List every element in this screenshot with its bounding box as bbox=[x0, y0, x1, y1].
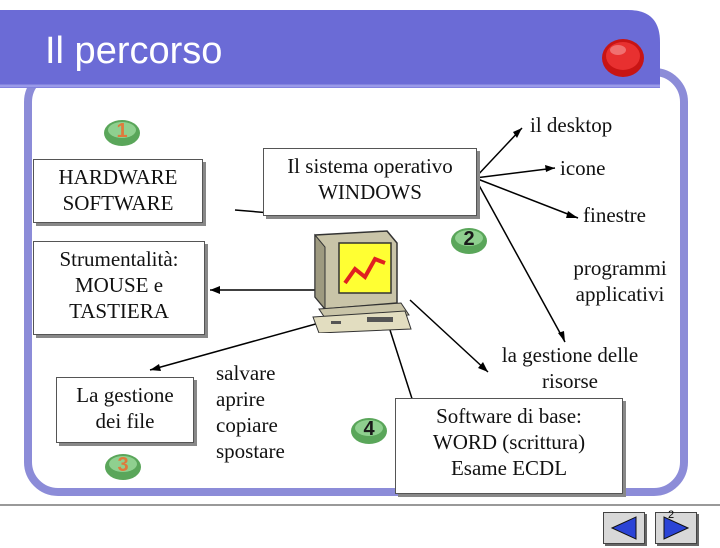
step-badge-1: 1 bbox=[103, 118, 141, 148]
box-line: La gestione bbox=[76, 383, 174, 407]
step-badge-4: 4 bbox=[350, 416, 388, 446]
box-line: WINDOWS bbox=[318, 180, 422, 204]
label-line: salvare bbox=[216, 361, 276, 385]
box-line: Esame ECDL bbox=[450, 456, 568, 480]
nav-forward-icon bbox=[663, 516, 690, 540]
box-line: HARDWARE bbox=[58, 165, 178, 189]
nav-back-button[interactable] bbox=[603, 512, 645, 544]
label-programmi-applicativi: programmi applicativi bbox=[562, 255, 678, 307]
gestione-risorse-box: Software di base: WORD (scrittura) Esame… bbox=[395, 398, 623, 494]
label-line: risorse bbox=[542, 369, 598, 393]
label-file-operations: salvare aprire copiare spostare bbox=[216, 360, 285, 464]
label-line: aprire bbox=[216, 387, 265, 411]
box-line: Software di base: bbox=[436, 404, 582, 428]
step-badge-3: 3 bbox=[104, 452, 142, 482]
label-finestre: finestre bbox=[583, 203, 646, 227]
sistema-operativo-box: Il sistema operativo WINDOWS bbox=[263, 148, 477, 216]
box-line: dei file bbox=[95, 409, 155, 433]
label-line: programmi bbox=[573, 256, 667, 280]
label-icone: icone bbox=[560, 156, 606, 180]
box-line: Il sistema operativo bbox=[287, 154, 453, 178]
step-badge-2: 2 bbox=[450, 226, 488, 256]
label-line: spostare bbox=[216, 439, 285, 463]
nav-back-icon bbox=[610, 516, 637, 540]
computer-icon bbox=[312, 230, 412, 333]
gestione-file-box: La gestione dei file bbox=[56, 377, 194, 443]
page-number: 2 bbox=[668, 509, 675, 521]
hardware-software-box: HARDWARE SOFTWARE bbox=[33, 159, 203, 223]
label-line: applicativi bbox=[575, 282, 665, 306]
close-icon[interactable] bbox=[600, 36, 646, 80]
strumentalita-box: Strumentalità: MOUSE e TASTIERA bbox=[33, 241, 205, 335]
label-gestione-risorse: la gestione delle risorse bbox=[480, 342, 660, 394]
box-line: SOFTWARE bbox=[62, 191, 174, 215]
label-line: copiare bbox=[216, 413, 278, 437]
box-line: WORD (scrittura) bbox=[432, 430, 586, 454]
label-line: la gestione delle bbox=[501, 343, 639, 367]
box-line: MOUSE e bbox=[74, 273, 164, 297]
nav-forward-button[interactable] bbox=[655, 512, 697, 544]
box-line: TASTIERA bbox=[69, 299, 169, 323]
box-line: Strumentalità: bbox=[59, 247, 179, 271]
label-il-desktop: il desktop bbox=[530, 113, 613, 137]
page-title: Il percorso bbox=[45, 30, 223, 72]
